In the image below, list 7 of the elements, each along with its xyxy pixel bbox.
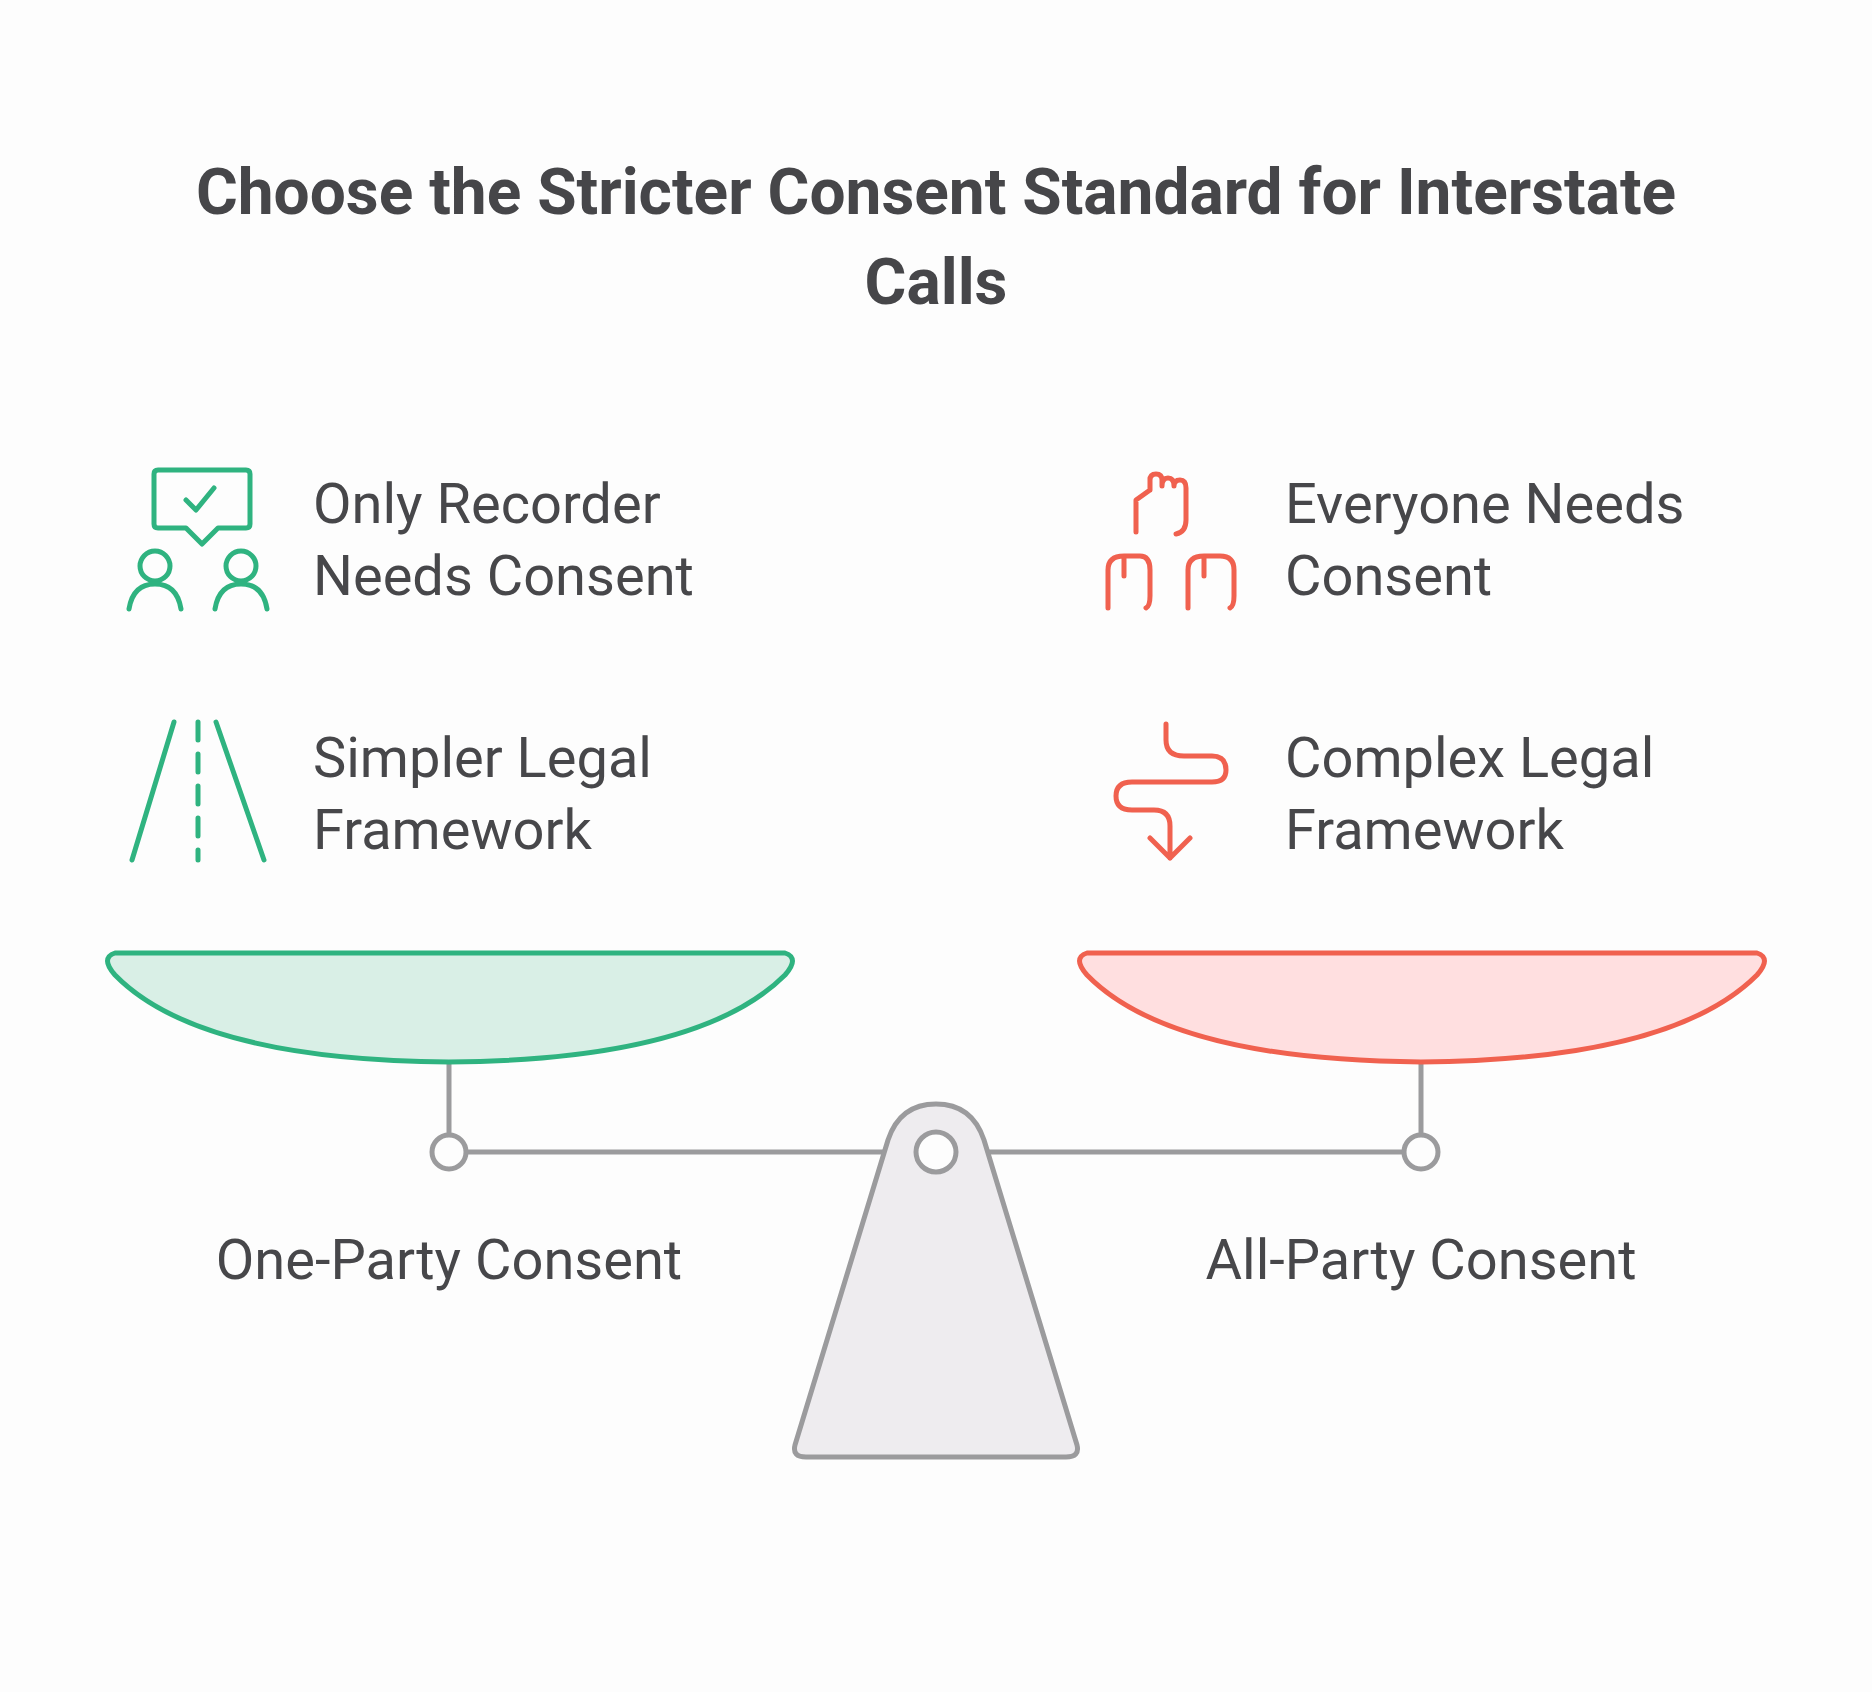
feature-text: Simpler Legal Framework — [313, 724, 653, 865]
side-label: All-Party Consent — [1204, 1226, 1638, 1295]
feature-text: Only Recorder Needs Consent — [313, 470, 695, 611]
side-label: One-Party Consent — [214, 1226, 684, 1295]
feature-text: Complex Legal Framework — [1285, 724, 1656, 865]
feature-text: Everyone Needs Consent — [1285, 470, 1686, 611]
title: Choose the Stricter Consent Standard for Interstate Calls — [194, 154, 1678, 322]
